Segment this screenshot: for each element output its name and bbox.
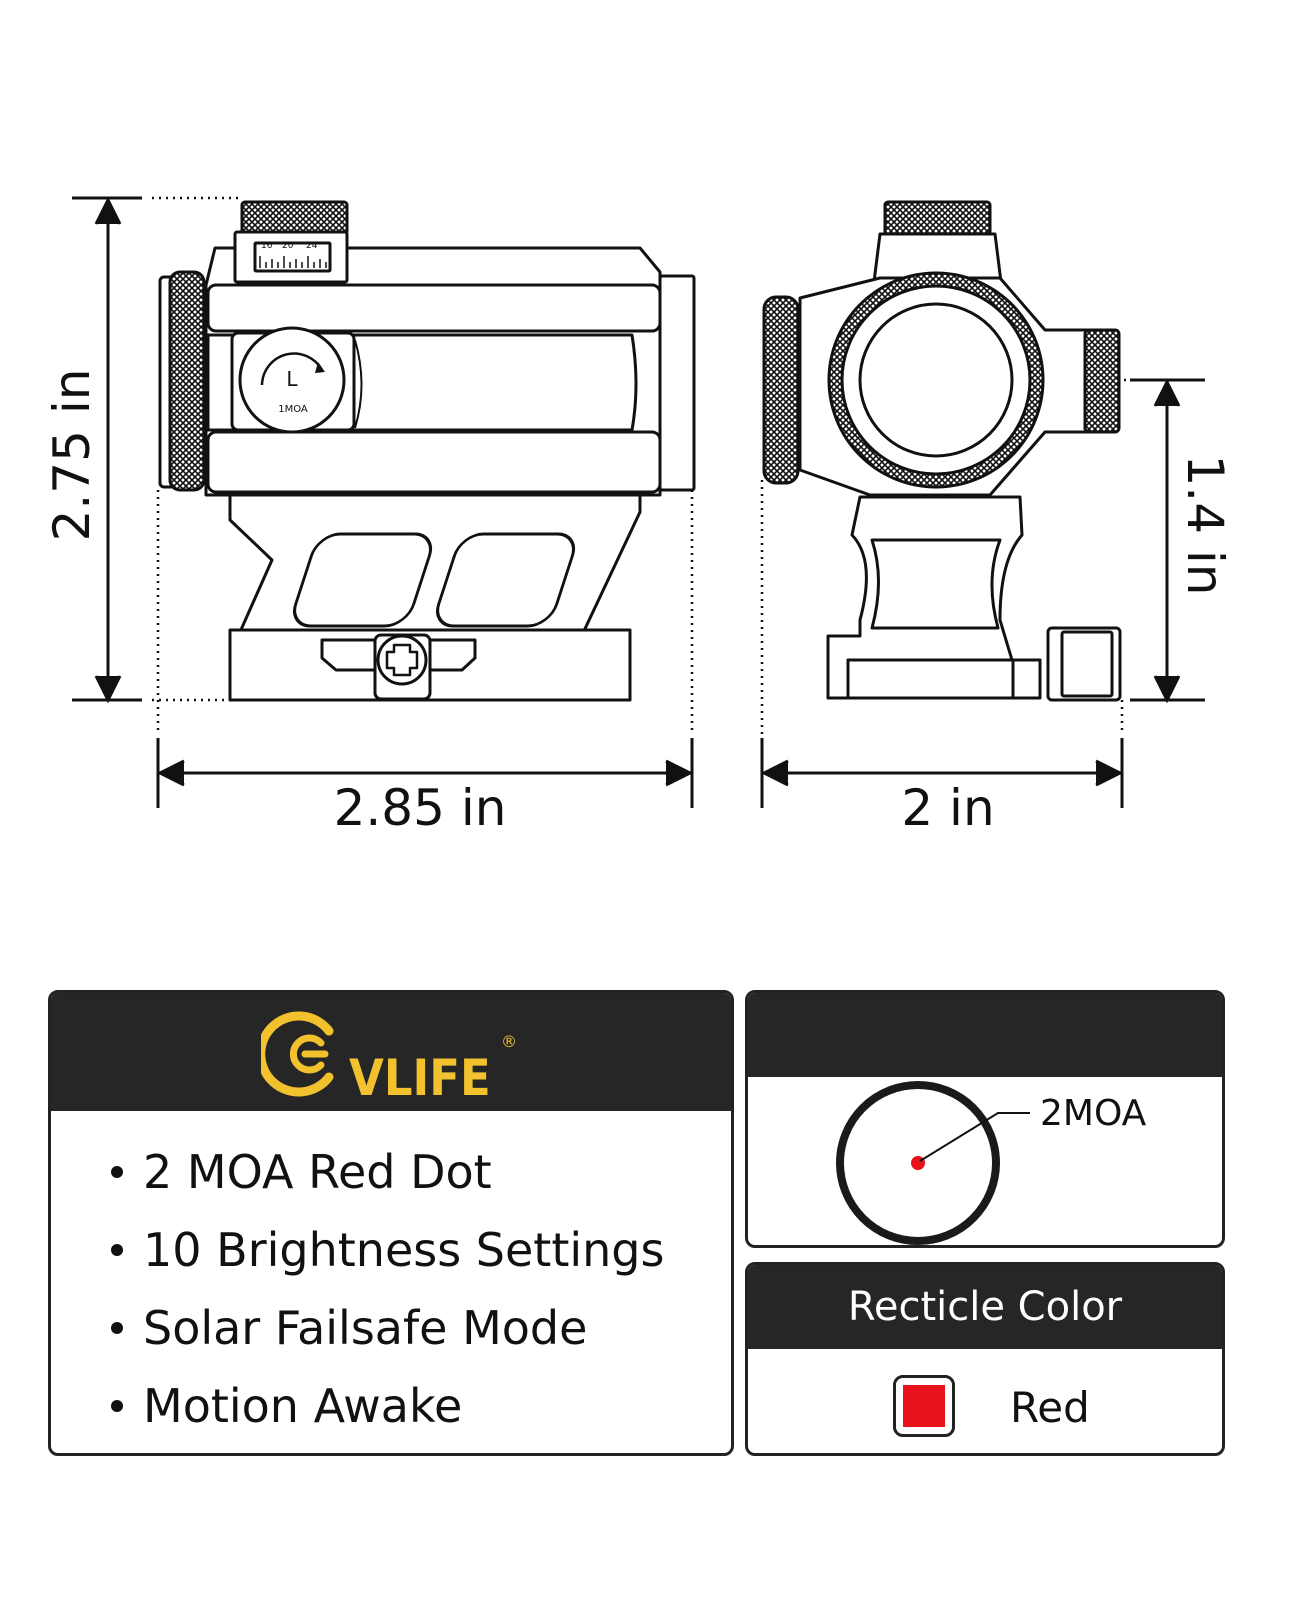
reticle-color-panel: Recticle Color Red [745, 1262, 1225, 1456]
length-dimension [156, 738, 694, 808]
bullet-icon [111, 1165, 123, 1178]
reticle-color-heading: Recticle Color [748, 1265, 1222, 1349]
swatch-fill [903, 1385, 945, 1427]
list-item: 10 Brightness Settings [111, 1211, 664, 1289]
reticle-ring-icon [836, 1081, 1000, 1245]
feature-panel: VLIFE ® 2 MOA Red Dot 10 Brightness Sett… [48, 990, 734, 1456]
reticle-diagram [836, 1081, 1030, 1245]
front-view-sight [762, 200, 1122, 702]
bullet-icon [111, 1321, 123, 1334]
registered-mark: ® [501, 1032, 517, 1051]
reticle-header-bar [748, 993, 1222, 1077]
turret-scale-24: 24 [306, 241, 318, 251]
reticle-size-label: 2MOA [1040, 1093, 1147, 1134]
bullet-icon [111, 1399, 123, 1412]
side-view-sight [158, 200, 696, 702]
reticle-panel: 2MOA [745, 990, 1225, 1248]
logo-ring-icon [261, 1011, 334, 1097]
list-item: 2 MOA Red Dot [111, 1133, 664, 1211]
reticle-color-value: Red [1010, 1383, 1090, 1432]
red-swatch [893, 1375, 955, 1437]
turret-scale-ticks [259, 256, 327, 268]
list-item: Motion Awake [111, 1367, 664, 1445]
feature-list: 2 MOA Red Dot 10 Brightness Settings Sol… [111, 1133, 664, 1445]
turret-scale-20: 20 [282, 241, 294, 251]
bullet-icon [111, 1243, 123, 1256]
cvlife-logo: VLIFE ® [261, 1011, 517, 1103]
height-label: 2.75 in [43, 368, 101, 542]
adjuster-letter: L [286, 367, 298, 391]
length-label: 2.85 in [333, 779, 507, 837]
brand-header: VLIFE ® [51, 993, 731, 1111]
mount-height-label: 1.4 in [1176, 454, 1234, 596]
list-item: Solar Failsafe Mode [111, 1289, 664, 1367]
dimension-drawing: 16 20 24 L 1MOA [72, 196, 1205, 808]
brand-name: VLIFE [349, 1049, 491, 1103]
width-label: 2 in [901, 779, 995, 837]
adjuster-label: 1MOA [278, 404, 308, 415]
mount-height-dimension [1130, 378, 1205, 704]
width-dimension [760, 738, 1124, 808]
turret-scale-16: 16 [261, 241, 273, 251]
height-dimension [72, 196, 142, 704]
